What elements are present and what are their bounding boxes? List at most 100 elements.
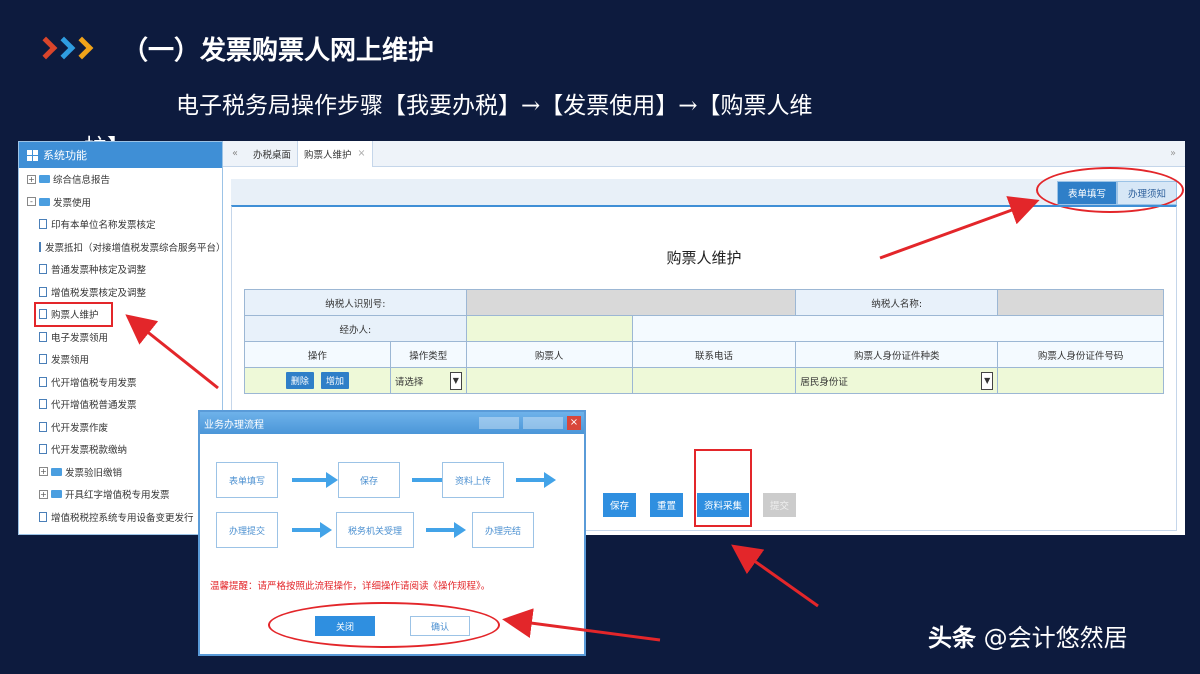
arrow-right-icon — [292, 472, 338, 488]
empty-cell — [631, 315, 1165, 342]
chevrons-icon — [34, 36, 94, 60]
sidebar-item[interactable]: 代开发票税款缴纳 — [19, 438, 222, 461]
sidebar-item-label: 代开发票作废 — [51, 422, 109, 434]
process-dialog: 业务办理流程 × 表单填写 保存 资料上传 办理提交 税务机关受理 办理完结 温… — [198, 410, 586, 656]
close-icon[interactable]: × — [357, 148, 366, 159]
sidebar-item-label: 代开发票税款缴纳 — [51, 445, 128, 457]
chevron-down-icon[interactable]: ▼ — [981, 371, 994, 390]
save-button[interactable]: 保存 — [603, 493, 637, 517]
arrow-right-icon — [292, 522, 332, 538]
form-toolbar — [231, 179, 1177, 205]
sidebar-item[interactable]: 印有本单位名称发票核定 — [19, 213, 222, 236]
buyer-field[interactable] — [465, 367, 633, 394]
watermark: 头条 @会计悠然居 — [928, 618, 1128, 653]
sidebar-item-label: 代开增值税普通发票 — [51, 400, 137, 412]
document-icon — [39, 286, 47, 297]
document-icon — [39, 376, 47, 387]
sidebar-item[interactable]: +发票验旧缴销 — [19, 461, 222, 484]
table-row: 删除 增加 请选择▼ 居民身份证 ▼ — [244, 367, 1164, 394]
handler-field[interactable] — [465, 315, 633, 342]
document-icon — [39, 219, 47, 230]
document-icon — [39, 309, 47, 320]
op-type-select[interactable]: 请选择▼ — [389, 367, 467, 394]
table-header-row: 操作操作类型购票人联系电话购票人身份证件种类购票人身份证件号码 — [244, 341, 1164, 368]
step-complete: 办理完结 — [472, 512, 534, 548]
highlight-ring — [268, 602, 500, 648]
arrow-to-collect — [731, 544, 819, 608]
taxpayer-id-value — [465, 289, 797, 316]
sidebar-item[interactable]: 代开发票作废 — [19, 416, 222, 439]
grid-icon — [27, 149, 38, 161]
taxpayer-id-label: 纳税人识别号: — [244, 289, 467, 316]
toolbar-ghost — [479, 417, 519, 429]
document-icon — [39, 421, 47, 432]
sidebar-item[interactable]: 购票人维护 — [34, 302, 113, 327]
op-cell: 删除 增加 — [244, 367, 391, 394]
highlight-ring — [1036, 167, 1184, 213]
tab-label: 办税桌面 — [253, 149, 292, 161]
collapse-icon[interactable]: - — [27, 197, 36, 207]
form-title: 购票人维护 — [666, 249, 742, 267]
sidebar-item[interactable]: 电子发票领用 — [19, 326, 222, 349]
folder-icon — [51, 467, 62, 476]
tab-buyer-maintenance[interactable]: 购票人维护 × — [297, 141, 373, 167]
tab-desktop[interactable]: 办税桌面 — [247, 141, 297, 167]
arrow-right-icon — [426, 522, 466, 538]
sidebar-list: + 综合信息报告 - 发票使用印有本单位名称发票核定发票抵扣（对接增值税发票综合服务平… — [19, 168, 222, 528]
sidebar-item[interactable]: 增值税发票核定及调整 — [19, 281, 222, 304]
sidebar-item[interactable]: 发票抵扣（对接增值税发票综合服务平台） — [19, 236, 222, 259]
submit-button[interactable]: 提交 — [763, 493, 797, 517]
scroll-left-icon[interactable]: « — [232, 148, 238, 159]
sidebar-item[interactable]: 代开增值税普通发票 — [19, 393, 222, 416]
sidebar-item-label: 增值税税控系统专用设备变更发行 — [51, 512, 194, 524]
watermark-brand: 头条 — [928, 624, 976, 652]
id-number-field[interactable] — [997, 367, 1164, 394]
delete-button[interactable]: 删除 — [285, 372, 314, 389]
sidebar-item-label: 发票使用 — [53, 197, 92, 209]
sidebar-item[interactable]: +开具红字增值税专用发票 — [19, 483, 222, 506]
chevron-down-icon[interactable]: ▼ — [449, 371, 462, 390]
sidebar-item[interactable]: + 综合信息报告 — [19, 168, 222, 191]
form-panel: 购票人维护 纳税人识别号: 纳税人名称: 经办人: 操作操作类型购票人联系电话购… — [231, 205, 1177, 531]
id-type-select[interactable]: 居民身份证 ▼ — [795, 367, 999, 394]
id-type-value: 居民身份证 — [800, 376, 848, 388]
step-submit: 办理提交 — [216, 512, 278, 548]
form-table: 纳税人识别号: 纳税人名称: 经办人: 操作操作类型购票人联系电话购票人身份证件… — [244, 289, 1165, 394]
sidebar-item-label: 印有本单位名称发票核定 — [51, 220, 156, 232]
step-form-fill: 表单填写 — [216, 462, 278, 498]
step-accepted: 税务机关受理 — [336, 512, 414, 548]
expand-icon[interactable]: + — [27, 174, 36, 184]
expand-icon[interactable]: + — [39, 467, 48, 477]
sidebar-item-label: 综合信息报告 — [53, 175, 111, 187]
column-header: 操作 — [244, 341, 391, 368]
tab-label: 购票人维护 — [304, 149, 352, 161]
reset-button[interactable]: 重置 — [650, 493, 684, 517]
sidebar: 系统功能 +综合信息报告-发票使用印有本单位名称发票核定发票抵扣（对接增值税发票… — [18, 141, 223, 535]
column-header: 购票人身份证件种类 — [795, 341, 999, 368]
sidebar-item[interactable]: 发票领用 — [19, 348, 222, 371]
folder-icon — [51, 490, 62, 499]
sidebar-item-label: 代开增值税专用发票 — [51, 377, 137, 389]
sidebar-item-label: 电子发票领用 — [51, 332, 109, 344]
table-row: 纳税人识别号: 纳税人名称: — [244, 289, 1164, 316]
slide-subtitle-continued: 护】 — [84, 128, 130, 142]
sidebar-item[interactable]: 普通发票种核定及调整 — [19, 258, 222, 281]
add-button[interactable]: 增加 — [320, 372, 349, 389]
collect-data-button[interactable]: 资料采集 — [697, 493, 750, 517]
sidebar-item[interactable]: - 发票使用 — [19, 191, 222, 214]
dialog-titlebar: 业务办理流程 × — [200, 412, 584, 434]
table-row: 经办人: — [244, 315, 1165, 342]
sidebar-item[interactable]: 代开增值税专用发票 — [19, 371, 222, 394]
expand-icon[interactable]: + — [39, 489, 48, 499]
sidebar-item-label: 发票领用 — [51, 355, 90, 367]
close-icon[interactable]: × — [567, 416, 581, 430]
toolbar-ghost — [523, 417, 563, 429]
phone-field[interactable] — [631, 367, 797, 394]
action-buttons: 保存 重置 资料采集 提交 — [603, 493, 797, 517]
sidebar-item[interactable]: 增值税税控系统专用设备变更发行 — [19, 506, 222, 529]
document-icon — [39, 399, 47, 410]
highlight-box — [694, 449, 752, 527]
sidebar-item-label: 普通发票种核定及调整 — [51, 265, 147, 277]
taxpayer-name-value — [997, 289, 1164, 316]
scroll-right-icon[interactable]: » — [1170, 148, 1176, 159]
